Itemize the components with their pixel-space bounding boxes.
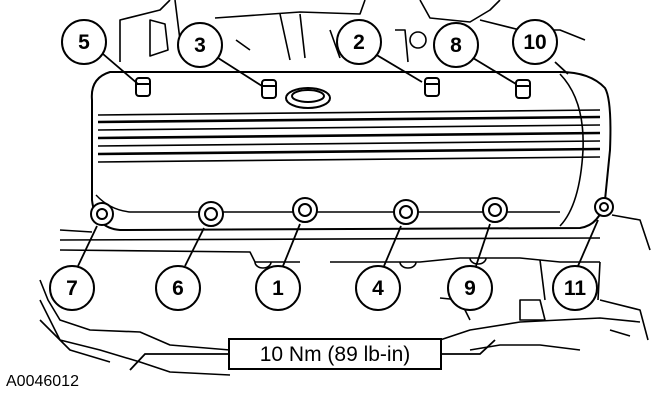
callout-label: 11 (564, 277, 587, 300)
leader-line (475, 223, 491, 267)
leader-line (472, 57, 517, 85)
torque-bracket-line (441, 339, 496, 355)
figure-id: A0046012 (6, 373, 79, 390)
top-bolt (135, 77, 151, 97)
cylinder-head-structure (39, 214, 651, 376)
leader-line (214, 55, 263, 87)
leader-line (102, 53, 139, 85)
top-bolt (424, 77, 440, 97)
callout-label: 2 (353, 31, 365, 54)
bottom-bolt (292, 197, 318, 223)
leader-line (374, 53, 423, 83)
top-bolt (261, 79, 277, 99)
callout-2: 2 (336, 19, 382, 65)
bottom-bolts (90, 197, 614, 227)
callout-label: 1 (272, 277, 284, 300)
callout-label: 9 (464, 277, 476, 300)
leader-line (77, 225, 98, 267)
callout-label: 10 (523, 31, 546, 54)
callout-label: 7 (66, 277, 78, 300)
callout-7: 7 (49, 265, 95, 311)
leader-line (184, 227, 205, 267)
leader-line (554, 61, 569, 75)
leader-line (577, 219, 599, 267)
callout-label: 8 (450, 34, 462, 57)
callout-11: 11 (552, 265, 598, 311)
top-bolts (135, 77, 531, 99)
bottom-bolt (90, 202, 114, 226)
callout-5: 5 (61, 19, 107, 65)
leader-line (282, 223, 301, 267)
torque-bracket-line (129, 353, 229, 371)
callout-1: 1 (255, 265, 301, 311)
callout-label: 3 (194, 34, 206, 57)
callout-3: 3 (177, 22, 223, 68)
callout-10: 10 (512, 19, 558, 65)
callout-9: 9 (447, 265, 493, 311)
bottom-bolt (198, 201, 224, 227)
callout-label: 6 (172, 277, 184, 300)
valve-cover (90, 71, 612, 231)
torque-spec-label: 10 Nm (89 lb-in) (260, 343, 411, 366)
callout-label: 4 (372, 277, 384, 300)
engine-upper-structure (119, 0, 586, 63)
callout-8: 8 (433, 22, 479, 68)
bottom-bolt (594, 197, 614, 217)
bottom-bolt (482, 197, 508, 223)
bottom-bolt (393, 199, 419, 225)
callout-6: 6 (155, 265, 201, 311)
top-bolt (515, 79, 531, 99)
callout-label: 5 (78, 31, 90, 54)
leader-lines (77, 53, 599, 371)
oil-filler-cap (285, 87, 331, 109)
callouts: 5 3 2 8 10 7 6 1 (49, 19, 598, 311)
leader-line (383, 225, 402, 267)
callout-4: 4 (355, 265, 401, 311)
torque-spec-box: 10 Nm (89 lb-in) (228, 338, 442, 370)
